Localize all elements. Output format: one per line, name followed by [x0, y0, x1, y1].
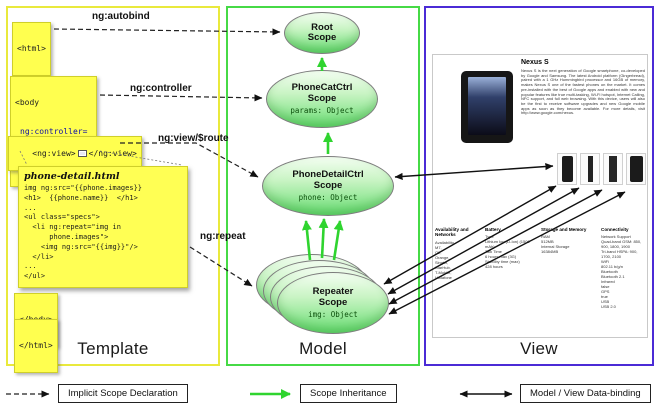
ng-autobind-label: ng:autobind [92, 11, 150, 22]
view-placeholder-icon [77, 149, 87, 157]
phonecatctrl-scope-binding: params: Object [290, 106, 354, 115]
spec-header: Storage and Memory [541, 227, 587, 232]
phone-title: Nexus S [521, 59, 549, 66]
template-column-label: Template [77, 339, 149, 358]
spec-header: Battery [485, 227, 501, 232]
spec-row: Lithium Ion (Li-Ion) (1500 mAh) [485, 239, 530, 250]
html-close-tag-box: </html> [14, 319, 58, 373]
root-scope-ellipse: Root Scope [284, 12, 360, 54]
view-column-label: View [520, 339, 558, 358]
code-line: phone.images"> [24, 232, 109, 241]
template-file-name: phone-detail.html [24, 171, 120, 182]
code-line: ... [24, 203, 37, 212]
thumbnail-phone-shape [629, 156, 643, 182]
code-line: <ul class="specs"> [24, 213, 100, 222]
spec-header: Connectivity [601, 227, 629, 232]
code-line: </ul> [24, 272, 46, 281]
code-line: <img ng:src="{{img}}"/> [24, 242, 138, 251]
thumbnail-phone-shape [609, 156, 617, 182]
template-code-lines: img ng:src="{{phone.images}}<h1> {{phone… [24, 184, 182, 282]
phone-main-image [461, 71, 513, 143]
body-open-line: <body [15, 98, 40, 107]
ng-view-route-label: ng:view/$route [158, 133, 229, 144]
spec-row: Vodafone [435, 274, 452, 280]
code-line: <h1> {{phone.name}} </h1> [24, 193, 138, 202]
spec-row: Quad-band GSM: 850, 900, 1800, 1900 [601, 239, 642, 250]
phone-description: Nexus S is the next generation of Google… [521, 68, 645, 116]
phonecatctrl-scope-ellipse: PhoneCatCtrl Scope params: Object [266, 70, 378, 128]
phone-thumbnail-1 [557, 153, 577, 185]
ng-controller-attr-line: ng:controller= [20, 126, 88, 136]
spec-header: Availability and Networks [435, 227, 469, 238]
code-line: img ng:src="{{phone.images}} [24, 184, 143, 192]
rendered-view-page: Nexus S Nexus S is the next generation o… [432, 54, 648, 338]
thumbnail-phone-shape [561, 156, 573, 182]
legend-model-view-data-binding: Model / View Data-binding [520, 384, 651, 403]
html-close-tag: </html> [19, 341, 53, 350]
ng-view-close-tag: </ng:view> [88, 148, 137, 158]
ng-view-open-tag: <ng:view> [32, 148, 76, 158]
code-line: </li> [24, 252, 54, 261]
code-line: <li ng:repeat="img in [24, 223, 121, 232]
spec-row: USB 2.0 [601, 304, 616, 310]
phonedetailctrl-scope-binding: phone: Object [298, 193, 358, 202]
legend-implicit-scope-declaration: Implicit Scope Declaration [58, 384, 188, 403]
model-column-label: Model [299, 339, 347, 358]
phone-detail-template-box: phone-detail.html img ng:src="{{phone.im… [18, 166, 188, 288]
spec-row: Tri-band HSPA: 900, 1700, 2100 [601, 249, 638, 260]
phone-thumbnails [557, 153, 646, 185]
root-scope-name: Root Scope [307, 21, 337, 43]
phone-thumbnail-4 [626, 153, 646, 185]
phone-screen [468, 77, 506, 135]
phone-thumbnail-3 [603, 153, 623, 185]
html-open-tag: <html> [17, 44, 46, 53]
spec-row: 16384MB [541, 249, 559, 255]
phonedetailctrl-scope-ellipse: PhoneDetailCtrl Scope phone: Object [262, 156, 394, 216]
ng-controller-label: ng:controller [130, 83, 192, 94]
html-open-tag-box: <html> [12, 22, 51, 76]
phonecatctrl-scope-name: PhoneCatCtrl Scope [291, 82, 353, 104]
legend-scope-inheritance: Scope Inheritance [300, 384, 397, 403]
repeater-scope-binding: img: Object [308, 310, 358, 319]
repeater-scope-ellipse: Repeater Scope img: Object [277, 272, 389, 334]
thumbnail-phone-shape [587, 156, 593, 182]
ng-repeat-label: ng:repeat [200, 231, 246, 242]
phone-thumbnail-2 [580, 153, 600, 185]
phonedetailctrl-scope-name: PhoneDetailCtrl Scope [292, 169, 364, 191]
spec-row: 428 hours [485, 264, 503, 270]
code-line: ... [24, 262, 37, 271]
repeater-scope-name: Repeater Scope [312, 286, 354, 308]
